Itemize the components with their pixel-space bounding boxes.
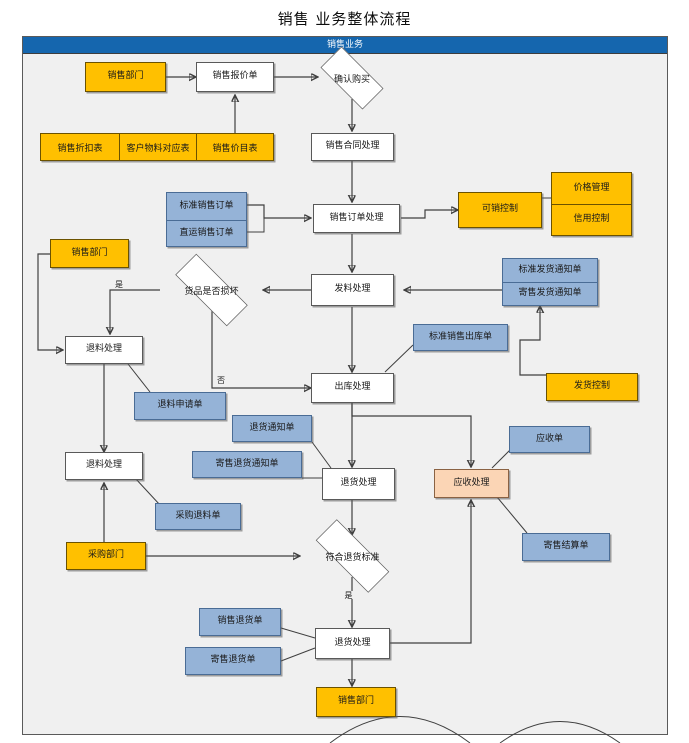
node-purchase-dept[interactable]: 采购部门 — [66, 542, 146, 570]
decision-goods-damaged[interactable]: 货品是否损坏 — [160, 253, 263, 327]
node-outbound-process[interactable]: 出库处理 — [311, 373, 394, 403]
node-credit-control[interactable]: 信用控制 — [552, 204, 631, 235]
node-standard-delivery-notice[interactable]: 标准发货通知单 — [518, 264, 582, 275]
decision-label: 货品是否损坏 — [184, 286, 239, 297]
node-sellable-control[interactable]: 可销控制 — [458, 192, 542, 228]
node-consign-return-doc[interactable]: 寄售退货单 — [185, 647, 281, 675]
node-standard-sales-outbound[interactable]: 标准销售出库单 — [413, 324, 508, 351]
page-title: 销售 业务整体流程 — [277, 10, 412, 28]
node-sales-price-list[interactable]: 销售价目表 — [196, 134, 273, 160]
node-sales-dept-top[interactable]: 销售部门 — [85, 62, 166, 92]
edge-label-damaged-yes: 是 — [114, 280, 124, 289]
node-return-material-process-2[interactable]: 退料处理 — [65, 452, 143, 480]
node-return-material-request[interactable]: 退料申请单 — [134, 392, 226, 420]
decision-confirm-purchase[interactable]: 确认购买 — [310, 46, 394, 110]
node-sales-return-doc[interactable]: 销售退货单 — [199, 608, 281, 636]
node-sales-quotation[interactable]: 销售报价单 — [196, 62, 274, 92]
node-return-material-process-1[interactable]: 退料处理 — [65, 336, 143, 364]
node-return-process-mid[interactable]: 退货处理 — [322, 468, 395, 500]
group-reference-tables: 销售折扣表 客户物料对应表 销售价目表 — [40, 133, 274, 161]
decision-label: 确认购买 — [333, 74, 370, 85]
decision-label: 符合退货标准 — [325, 552, 380, 563]
node-customer-material-table[interactable]: 客户物料对应表 — [119, 134, 196, 160]
edge-label-damaged-no: 否 — [216, 376, 226, 385]
node-sales-dept-left[interactable]: 销售部门 — [50, 239, 129, 268]
node-return-process-bottom[interactable]: 退货处理 — [315, 628, 390, 659]
node-purchase-return-material[interactable]: 采购退料单 — [155, 503, 241, 530]
node-direct-ship-sales-order[interactable]: 直运销售订单 — [167, 220, 246, 247]
node-consign-return-notice[interactable]: 寄售退货通知单 — [192, 451, 302, 478]
node-consign-settlement[interactable]: 寄售结算单 — [522, 533, 610, 561]
node-sales-contract-process[interactable]: 销售合同处理 — [311, 133, 394, 161]
node-sales-discount-table[interactable]: 销售折扣表 — [57, 143, 103, 154]
node-standard-sales-order[interactable]: 标准销售订单 — [179, 200, 234, 211]
node-return-notice[interactable]: 退货通知单 — [232, 415, 312, 442]
node-receivable-process[interactable]: 应收处理 — [434, 469, 509, 498]
group-delivery-notices: 标准发货通知单 寄售发货通知单 — [502, 258, 598, 306]
node-delivery-control[interactable]: 发货控制 — [546, 373, 638, 401]
decision-meets-return-standard[interactable]: 符合退货标准 — [300, 519, 405, 593]
node-receivable-doc[interactable]: 应收单 — [509, 426, 590, 453]
node-sales-dept-bottom[interactable]: 销售部门 — [316, 687, 396, 717]
node-price-management[interactable]: 价格管理 — [573, 182, 610, 193]
node-sales-order-process[interactable]: 销售订单处理 — [313, 204, 400, 233]
node-consign-delivery-notice[interactable]: 寄售发货通知单 — [503, 282, 597, 305]
node-issue-process[interactable]: 发料处理 — [311, 274, 394, 306]
edge-label-return-standard-yes: 是 — [343, 591, 353, 599]
group-sales-orders: 标准销售订单 直运销售订单 — [166, 192, 247, 247]
group-control-items: 价格管理 信用控制 — [551, 172, 632, 236]
